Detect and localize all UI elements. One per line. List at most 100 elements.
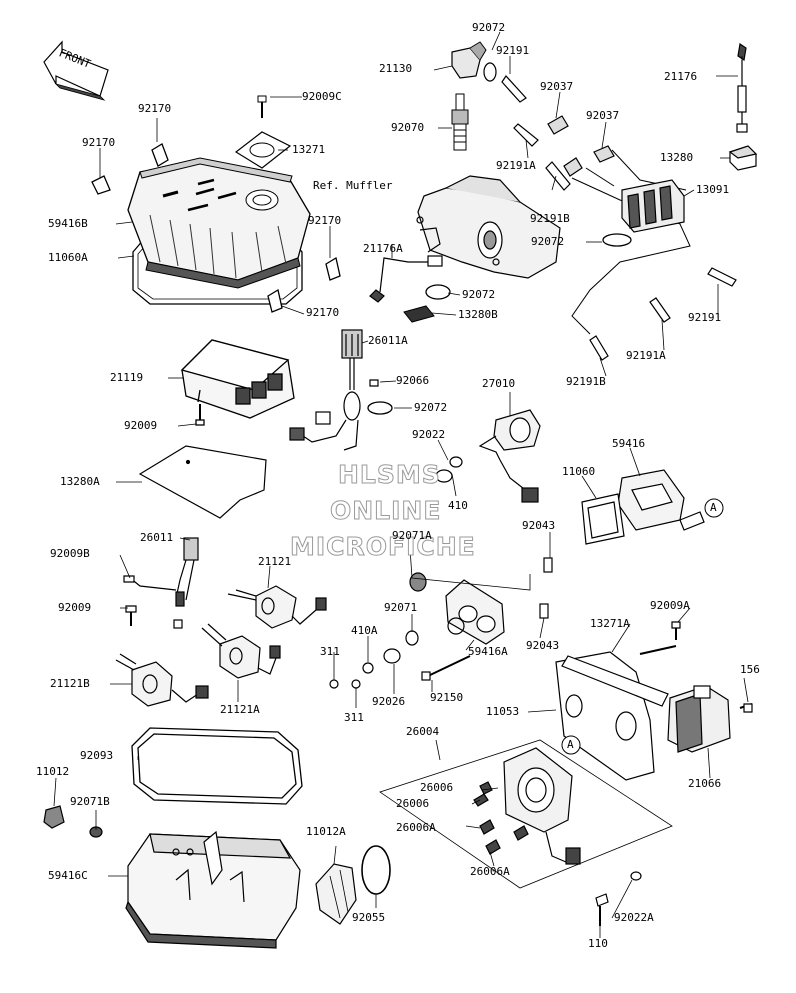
plate-11053 xyxy=(555,645,677,781)
part-label: 59416C xyxy=(48,869,88,882)
part-label: 92026 xyxy=(372,695,406,708)
part-label: 92170 xyxy=(82,136,116,149)
regulator-21066 xyxy=(667,685,753,753)
block-13280 xyxy=(728,145,758,171)
part-label: 92150 xyxy=(430,691,464,704)
cap-11012 xyxy=(43,805,103,838)
gasket-13271 xyxy=(234,95,292,169)
part-label: 11060A xyxy=(48,251,88,264)
part-label: 26006 xyxy=(396,797,430,810)
part-label: 92071 xyxy=(384,601,418,614)
part-label: 92022 xyxy=(412,428,446,441)
part-label: 21119 xyxy=(110,371,144,384)
part-label: 92191B xyxy=(530,212,570,225)
part-label: 410 xyxy=(448,499,468,512)
callout-a-lower-label: A xyxy=(567,738,574,751)
callout-a-right xyxy=(704,498,724,518)
part-label: 92072 xyxy=(462,288,496,301)
part-label: 26004 xyxy=(406,725,440,738)
plug-cap-21130 xyxy=(451,41,497,82)
part-label: 21176A xyxy=(363,242,403,255)
part-label: 92191B xyxy=(566,375,606,388)
wire-21176 xyxy=(736,42,748,133)
coil-21121B xyxy=(115,653,209,707)
part-label: 92043 xyxy=(522,519,556,532)
part-label: 21121 xyxy=(258,555,292,568)
sensor-27010 xyxy=(435,409,541,503)
part-label: 13280A xyxy=(60,475,100,488)
pickup-26004 xyxy=(379,739,673,926)
part-label: 92170 xyxy=(306,306,340,319)
part-label: 92070 xyxy=(391,121,425,134)
part-label: 21066 xyxy=(688,777,722,790)
part-label: 92093 xyxy=(80,749,114,762)
part-label: 11060 xyxy=(562,465,596,478)
ecu-21119 xyxy=(180,339,295,426)
pad-13280A xyxy=(138,445,267,519)
callout-a-right-label: A xyxy=(710,501,717,514)
part-label: 21121A xyxy=(220,703,260,716)
part-label: 92009 xyxy=(124,419,158,432)
part-label: 21121B xyxy=(50,677,90,690)
part-label: 311 xyxy=(344,711,364,724)
part-label: 311 xyxy=(320,645,340,658)
coil-21121 xyxy=(227,585,327,629)
part-label: 59416 xyxy=(612,437,646,450)
part-label: 92072 xyxy=(472,21,506,34)
part-label: 92191 xyxy=(688,311,722,324)
part-label: 59416B xyxy=(48,217,88,230)
part-label: 92043 xyxy=(526,639,560,652)
box-59416C xyxy=(125,830,301,949)
part-label: 92071A xyxy=(392,529,432,542)
terminal-block-13091 xyxy=(621,179,685,233)
part-label: 92072 xyxy=(414,401,448,414)
callout-a-lower xyxy=(561,735,581,755)
part-label: 59416A xyxy=(468,645,508,658)
watermark-line-1: HLSMS xyxy=(338,460,441,490)
part-label: 26011A xyxy=(368,334,408,347)
part-label: 92022A xyxy=(614,911,654,924)
part-label: 26011 xyxy=(140,531,174,544)
part-label: 92055 xyxy=(352,911,386,924)
part-label: 156 xyxy=(740,663,760,676)
part-label: 13091 xyxy=(696,183,730,196)
ring-92055 xyxy=(361,845,391,895)
part-label: 92170 xyxy=(138,102,172,115)
box-cover-59416B xyxy=(127,157,311,305)
part-label: 11012A xyxy=(306,825,346,838)
part-label: 92037 xyxy=(540,80,574,93)
part-label: 21176 xyxy=(664,70,698,83)
coil-21121A xyxy=(201,623,281,679)
part-label: 13280B xyxy=(458,308,498,321)
part-label: 26006 xyxy=(420,781,454,794)
part-label: 92066 xyxy=(396,374,430,387)
part-label: 26006A xyxy=(396,821,436,834)
wire-21176A xyxy=(369,255,443,303)
plate-59416A xyxy=(329,557,553,689)
harness-26011A xyxy=(289,329,379,451)
cap-11012A xyxy=(315,863,357,925)
ref-muffler xyxy=(416,175,561,279)
part-label: 27010 xyxy=(482,377,516,390)
part-label: 26006A xyxy=(470,865,510,878)
ref-muffler-label: Ref. Muffler xyxy=(313,179,393,192)
part-label: 13271A xyxy=(590,617,630,630)
clips-92170 xyxy=(91,143,341,313)
part-label: 92037 xyxy=(586,109,620,122)
pad-13280B xyxy=(403,305,435,323)
spark-plug-92070 xyxy=(451,93,469,151)
part-label: 13280 xyxy=(660,151,694,164)
clamps-92037 xyxy=(547,115,615,177)
part-label: 11012 xyxy=(36,765,70,778)
part-label: 92009 xyxy=(58,601,92,614)
leader-lines xyxy=(53,31,749,938)
part-label: 21130 xyxy=(379,62,413,75)
part-label: 11053 xyxy=(486,705,520,718)
box-59416 xyxy=(581,469,705,545)
part-label: 92071B xyxy=(70,795,110,808)
harness-26011 xyxy=(129,537,199,629)
front-arrow-icon xyxy=(43,40,109,101)
rings-92072 xyxy=(367,233,632,415)
part-label: 92009C xyxy=(302,90,342,103)
part-label: 92072 xyxy=(531,235,565,248)
